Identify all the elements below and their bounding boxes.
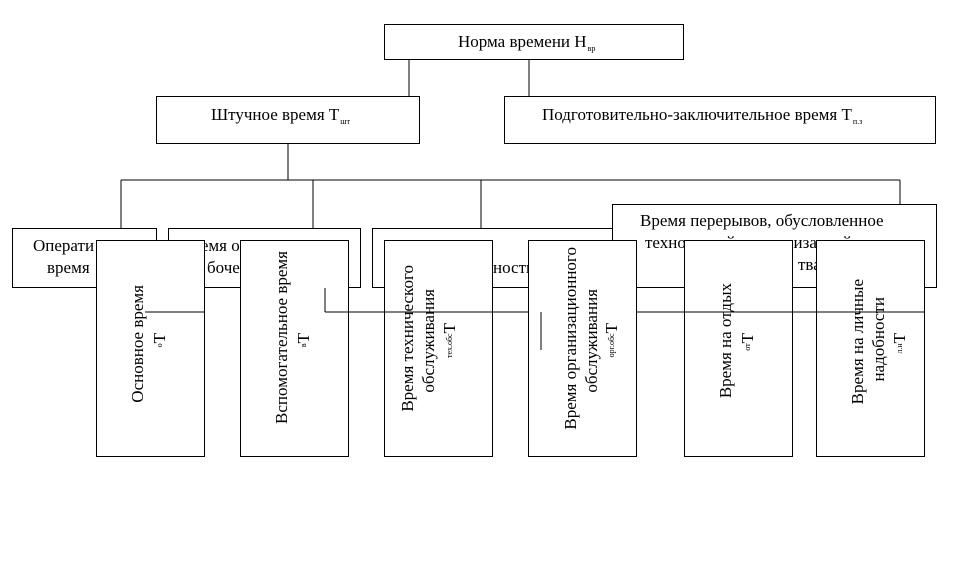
root-node: Норма времени Нвр	[384, 24, 684, 60]
breaks-line1: Время перерывов, обусловленное	[640, 211, 884, 230]
main-time-node: Основное время оТ	[96, 240, 205, 457]
preparatory-time-label: Подготовительно-заключительное время Т	[542, 105, 852, 124]
personal-needs-node: Время на личные надобности л.нТ	[816, 240, 925, 457]
organizational-service-node: Время организационного обслуживания орг.…	[528, 240, 637, 457]
auxiliary-time-node: Вспомогательное время вТ	[240, 240, 349, 457]
operative-time-line2: время	[47, 258, 90, 277]
workplace-service-line2: бочет	[207, 258, 248, 277]
piece-time-node: Штучное время Тшт	[156, 96, 420, 144]
root-subscript: вр	[587, 44, 596, 53]
preparatory-time-subscript: п.з	[852, 117, 863, 126]
root-label: Норма времени Н	[458, 32, 587, 51]
breaks-line3: тва	[798, 255, 821, 274]
rest-time-node: Время на отдых отТ	[684, 240, 793, 457]
technical-service-node: Время технического обслуживания тех.обсТ	[384, 240, 493, 457]
operative-time-line1: Операти	[33, 236, 95, 255]
preparatory-time-node: Подготовительно-заключительное время Тп.…	[504, 96, 936, 144]
piece-time-label: Штучное время Т	[211, 105, 340, 124]
piece-time-subscript: шт	[340, 117, 350, 126]
